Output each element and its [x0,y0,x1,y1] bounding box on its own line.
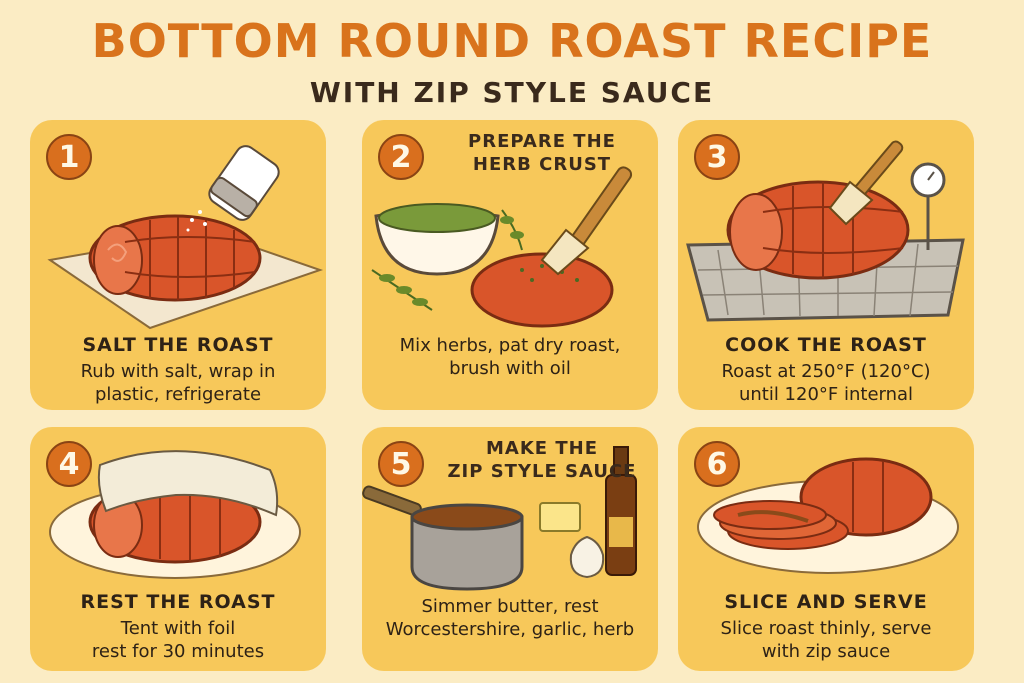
page-title: BOTTOM ROUND ROAST RECIPE [91,14,933,68]
step-2-illustration [371,166,633,328]
step-6-illustration [697,457,959,574]
basting-brush-icon [828,140,904,226]
step-number-badge: 5 [378,441,424,487]
roast-icon [726,180,910,280]
thermometer-icon [910,162,946,250]
roast-icon [470,252,614,328]
step-title: SALT THE ROAST [82,334,274,356]
saucepan-icon [362,485,524,591]
step-title: COOK THE ROAST [725,334,927,356]
step-description: Roast at 250°F (120°C)until 120°F intern… [721,361,931,406]
herb-sprig-icon [371,209,524,311]
roast-icon [88,214,262,302]
step-description: Mix herbs, pat dry roast,brush with oil [399,335,621,380]
sliced-roast-icon [713,500,849,550]
step-number-badge: 4 [46,441,92,487]
step-number-badge: 3 [694,134,740,180]
salt-shaker-icon [186,145,280,232]
page-subtitle: WITH ZIP STYLE SAUCE [309,76,715,109]
step-card-6: 6 SLICE AND SERVE Slice roast thinly, se… [678,427,974,671]
step-number-badge: 2 [378,134,424,180]
foil-tent-icon [97,450,279,517]
step-title: MAKE THE ZIP STYLE SAUCE [447,438,637,483]
step-3-illustration [686,140,965,322]
step-number-badge: 6 [694,441,740,487]
roast-icon [799,457,933,537]
sauce-bottle-icon [605,446,637,576]
step-number-badge: 1 [46,134,92,180]
step-1-illustration [47,145,324,330]
step-title: SLICE AND SERVE [724,591,928,613]
butter-icon [539,502,581,532]
step-4-illustration [49,450,301,579]
herb-bowl-icon [374,203,500,276]
step-5-illustration [362,446,637,591]
step-card-2: 2 PREPARE THE HERB CRUST Mix herbs, pat … [362,120,658,410]
step-title: PREPARE THE HERB CRUST [468,131,616,176]
basting-brush-icon [540,166,633,276]
step-title: REST THE ROAST [80,591,276,613]
step-card-3: 3 COOK THE ROAST Roast at 250°F (120°C)u… [678,120,974,410]
step-card-5: 5 MAKE THE ZIP STYLE SAUCE Simmer butter… [362,427,658,671]
garlic-icon [569,535,605,579]
